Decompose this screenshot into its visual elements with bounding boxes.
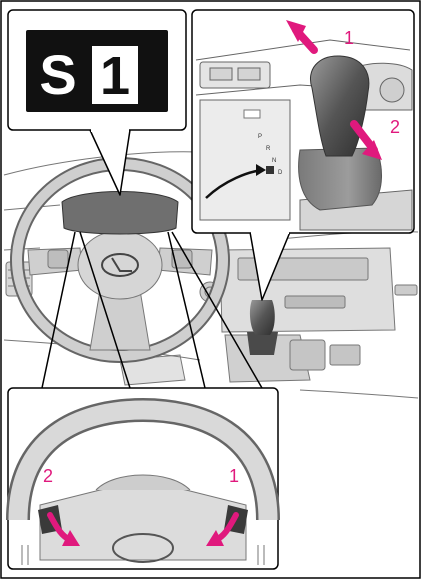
instrument-cluster (62, 192, 178, 235)
paddle-label-right: 1 (229, 466, 239, 486)
gate-D: D (278, 170, 283, 176)
gate-P: P (258, 134, 262, 140)
gear-number: 1 (100, 46, 130, 106)
gate-R: R (266, 146, 271, 152)
mode-letter: S (39, 43, 76, 106)
shifter-label-1: 1 (344, 28, 354, 48)
gate-N: N (272, 158, 276, 164)
shifter-label-2: 2 (390, 117, 400, 137)
paddle-label-left: 2 (43, 466, 53, 486)
